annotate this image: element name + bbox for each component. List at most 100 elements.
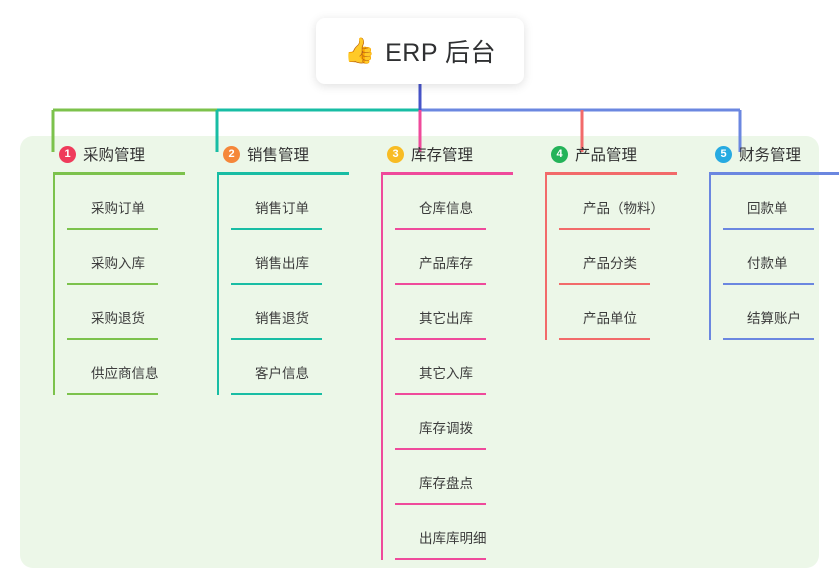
root-node-card[interactable]: 👍 ERP 后台	[316, 18, 524, 84]
branch-title: 销售管理	[247, 147, 310, 164]
leaf-node[interactable]: 采购订单	[53, 175, 202, 230]
branch-number-badge: 3	[387, 145, 404, 163]
branch-spine	[709, 175, 711, 340]
leaf-underline	[395, 448, 486, 450]
leaf-underline	[723, 283, 814, 285]
leaf-underline	[395, 558, 486, 560]
branch-header-2[interactable]: 2 销售管理	[203, 136, 366, 172]
branch-header-underline	[381, 172, 513, 175]
branch-spine	[545, 175, 547, 340]
leaf-list: 回款单付款单结算账户	[695, 175, 839, 340]
leaf-underline	[395, 338, 486, 340]
leaf-label: 采购订单	[91, 201, 145, 216]
branch-header-5[interactable]: 5 财务管理	[695, 136, 839, 172]
leaf-underline	[723, 228, 814, 230]
branch-number-badge: 5	[715, 145, 732, 163]
diagram-panel-background	[20, 136, 819, 568]
branch-header-underline	[217, 172, 349, 175]
leaf-underline	[559, 283, 650, 285]
branch-header-underline	[545, 172, 677, 175]
leaf-label: 付款单	[747, 256, 788, 271]
leaf-label: 其它入库	[419, 366, 473, 381]
branch-column-3: 3 库存管理仓库信息产品库存其它出库其它入库库存调拨库存盘点出库库明细	[367, 136, 530, 560]
leaf-node[interactable]: 采购退货	[53, 285, 202, 340]
branch-spine	[53, 175, 55, 395]
leaf-list: 产品（物料） 产品分类产品单位	[531, 175, 694, 340]
leaf-underline	[231, 283, 322, 285]
leaf-node[interactable]: 销售出库	[217, 230, 366, 285]
branch-number-badge: 4	[551, 145, 568, 163]
leaf-label: 销售退货	[255, 311, 309, 326]
leaf-underline	[67, 393, 158, 395]
root-node-title: ERP 后台	[385, 39, 497, 67]
leaf-underline	[559, 338, 650, 340]
leaf-list: 销售订单销售出库销售退货客户信息	[203, 175, 366, 395]
branch-column-1: 1 采购管理采购订单采购入库采购退货供应商信息	[39, 136, 202, 395]
leaf-node[interactable]: 销售订单	[217, 175, 366, 230]
branch-spine	[217, 175, 219, 395]
branch-header-1[interactable]: 1 采购管理	[39, 136, 202, 172]
leaf-label: 产品（物料）	[583, 201, 664, 216]
leaf-node[interactable]: 库存调拨	[381, 395, 530, 450]
leaf-label: 采购入库	[91, 256, 145, 271]
leaf-underline	[231, 228, 322, 230]
leaf-underline	[395, 393, 486, 395]
leaf-underline	[67, 228, 158, 230]
leaf-node[interactable]: 产品库存	[381, 230, 530, 285]
leaf-label: 结算账户	[747, 311, 801, 326]
leaf-label: 产品库存	[419, 256, 473, 271]
leaf-node[interactable]: 结算账户	[709, 285, 839, 340]
leaf-node[interactable]: 产品（物料）	[545, 175, 694, 230]
leaf-list: 采购订单采购入库采购退货供应商信息	[39, 175, 202, 395]
branch-header-3[interactable]: 3 库存管理	[367, 136, 530, 172]
leaf-node[interactable]: 产品单位	[545, 285, 694, 340]
leaf-underline	[231, 393, 322, 395]
leaf-underline	[723, 338, 814, 340]
leaf-node[interactable]: 销售退货	[217, 285, 366, 340]
leaf-underline	[559, 228, 650, 230]
leaf-label: 库存调拨	[419, 421, 473, 436]
leaf-underline	[395, 228, 486, 230]
leaf-label: 回款单	[747, 201, 788, 216]
leaf-underline	[395, 283, 486, 285]
branch-title: 采购管理	[83, 147, 146, 164]
leaf-node[interactable]: 库存盘点	[381, 450, 530, 505]
branch-title: 库存管理	[411, 147, 474, 164]
leaf-list: 仓库信息产品库存其它出库其它入库库存调拨库存盘点出库库明细	[367, 175, 530, 560]
leaf-label: 出库库明细	[419, 531, 487, 546]
branch-number-badge: 2	[223, 145, 240, 163]
leaf-label: 供应商信息	[91, 366, 159, 381]
leaf-label: 仓库信息	[419, 201, 473, 216]
leaf-label: 其它出库	[419, 311, 473, 326]
leaf-label: 销售出库	[255, 256, 309, 271]
leaf-underline	[67, 338, 158, 340]
leaf-label: 库存盘点	[419, 476, 473, 491]
leaf-node[interactable]: 供应商信息	[53, 340, 202, 395]
leaf-node[interactable]: 其它出库	[381, 285, 530, 340]
branch-title: 财务管理	[739, 147, 802, 164]
leaf-underline	[395, 503, 486, 505]
leaf-node[interactable]: 产品分类	[545, 230, 694, 285]
leaf-underline	[231, 338, 322, 340]
branch-column-5: 5 财务管理回款单付款单结算账户	[695, 136, 839, 340]
branch-columns: 1 采购管理采购订单采购入库采购退货供应商信息 2 销售管理销售订单销售出库销售退货客…	[20, 136, 839, 568]
branch-header-underline	[53, 172, 185, 175]
thumbs-up-icon: 👍	[343, 36, 376, 65]
leaf-node[interactable]: 其它入库	[381, 340, 530, 395]
leaf-node[interactable]: 回款单	[709, 175, 839, 230]
leaf-node[interactable]: 出库库明细	[381, 505, 530, 560]
leaf-label: 产品单位	[583, 311, 637, 326]
branch-column-2: 2 销售管理销售订单销售出库销售退货客户信息	[203, 136, 366, 395]
leaf-node[interactable]: 采购入库	[53, 230, 202, 285]
leaf-node[interactable]: 客户信息	[217, 340, 366, 395]
leaf-underline	[67, 283, 158, 285]
branch-header-underline	[709, 172, 839, 175]
leaf-node[interactable]: 仓库信息	[381, 175, 530, 230]
leaf-label: 销售订单	[255, 201, 309, 216]
branch-spine	[381, 175, 383, 560]
branch-number-badge: 1	[59, 145, 76, 163]
leaf-node[interactable]: 付款单	[709, 230, 839, 285]
